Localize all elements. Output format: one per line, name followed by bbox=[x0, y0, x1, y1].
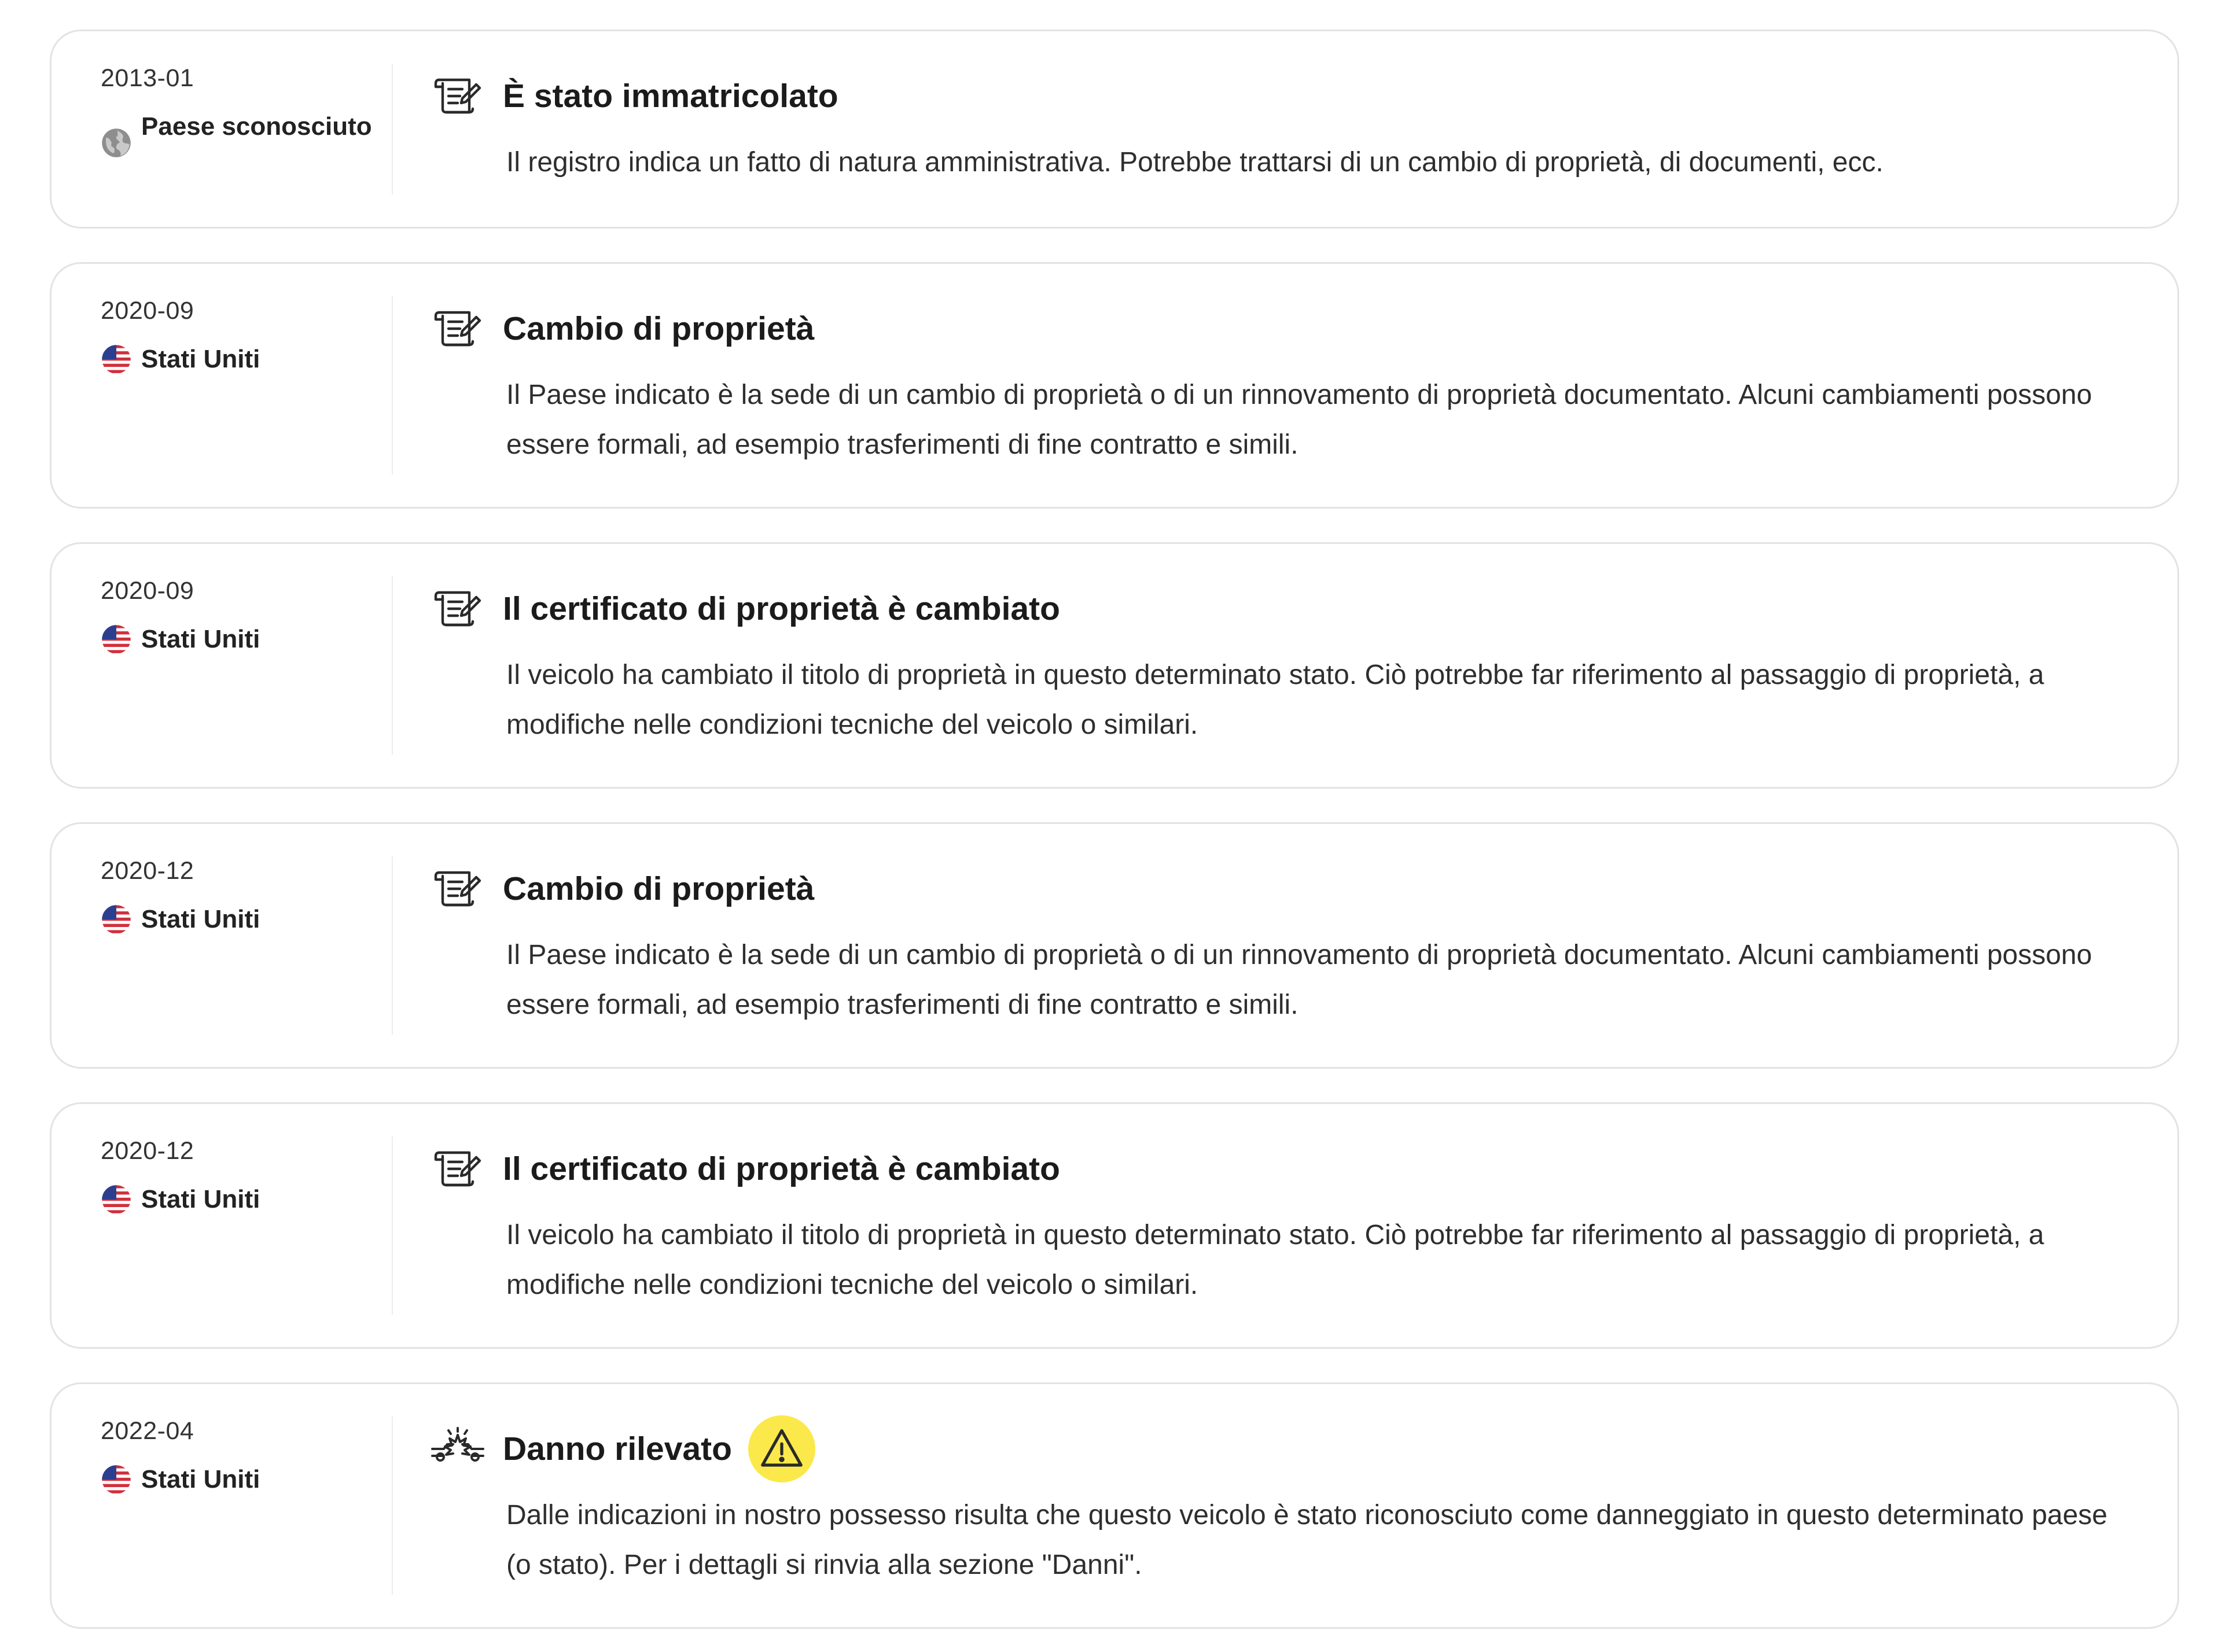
event-title-row: Danno rilevato bbox=[431, 1415, 2137, 1482]
document-icon bbox=[434, 311, 481, 347]
event-card: 2022-04 Stati Uniti bbox=[50, 1382, 2179, 1629]
event-description: Dalle indicazioni in nostro possesso ris… bbox=[506, 1500, 2107, 1580]
event-date: 2022-04 bbox=[101, 1417, 194, 1445]
country-name: Paese sconosciuto bbox=[141, 112, 372, 141]
event-country: Stati Uniti bbox=[101, 903, 393, 936]
event-card: 2020-09 Stati Uniti bbox=[50, 262, 2179, 509]
event-title: Il certificato di proprietà è cambiato bbox=[503, 1150, 1060, 1187]
event-country: Stati Uniti bbox=[101, 343, 393, 376]
event-date: 2020-09 bbox=[101, 577, 194, 605]
globe-icon bbox=[102, 128, 131, 157]
event-description: Il Paese indicato è la sede di un cambio… bbox=[506, 380, 2092, 460]
event-date: 2020-12 bbox=[101, 857, 194, 885]
event-title-row: Cambio di proprietà bbox=[433, 300, 2137, 358]
event-country: Stati Uniti bbox=[101, 1183, 393, 1216]
event-body: Cambio di proprietà Il Paese indicato è … bbox=[393, 264, 2177, 507]
event-title-row: Il certificato di proprietà è cambiato bbox=[433, 1140, 2137, 1198]
event-description: Il Paese indicato è la sede di un cambio… bbox=[506, 940, 2092, 1020]
event-title: Cambio di proprietà bbox=[503, 310, 815, 347]
event-title: È stato immatricolato bbox=[503, 78, 838, 115]
event-description: Il veicolo ha cambiato il titolo di prop… bbox=[506, 660, 2044, 740]
warning-badge bbox=[748, 1415, 815, 1482]
document-icon bbox=[434, 1151, 481, 1187]
event-description: Il registro indica un fatto di natura am… bbox=[506, 147, 1883, 178]
country-name: Stati Uniti bbox=[141, 345, 260, 373]
event-meta: 2020-12 Stati Uniti bbox=[51, 1104, 393, 1347]
event-card: 2020-09 Stati Uniti bbox=[50, 542, 2179, 789]
us-flag-icon bbox=[102, 625, 131, 654]
event-body: È stato immatricolato Il registro indica… bbox=[393, 31, 2177, 227]
event-title: Cambio di proprietà bbox=[503, 870, 815, 907]
document-icon bbox=[434, 591, 481, 627]
country-name: Stati Uniti bbox=[141, 1465, 260, 1493]
event-country: Stati Uniti bbox=[101, 1463, 393, 1496]
event-title: Danno rilevato bbox=[503, 1430, 732, 1467]
document-icon bbox=[434, 78, 481, 114]
event-body: Cambio di proprietà Il Paese indicato è … bbox=[393, 824, 2177, 1067]
event-title-row: È stato immatricolato bbox=[433, 67, 2137, 125]
event-card: 2020-12 Stati Uniti bbox=[50, 822, 2179, 1069]
event-timeline: 2013-01 Paese sconosciuto bbox=[50, 30, 2179, 1629]
event-meta: 2020-09 Stati Uniti bbox=[51, 264, 393, 507]
event-body: Danno rilevato Dalle indicazioni in nost… bbox=[393, 1384, 2177, 1627]
event-card: 2020-12 Stati Uniti bbox=[50, 1102, 2179, 1349]
event-body: Il certificato di proprietà è cambiato I… bbox=[393, 1104, 2177, 1347]
event-date: 2020-12 bbox=[101, 1137, 194, 1165]
event-title-row: Il certificato di proprietà è cambiato bbox=[433, 580, 2137, 638]
event-date: 2013-01 bbox=[101, 64, 194, 92]
us-flag-icon bbox=[102, 905, 131, 934]
country-name: Stati Uniti bbox=[141, 625, 260, 653]
event-meta: 2022-04 Stati Uniti bbox=[51, 1384, 393, 1627]
event-card: 2013-01 Paese sconosciuto bbox=[50, 30, 2179, 229]
us-flag-icon bbox=[102, 345, 131, 374]
document-icon bbox=[434, 871, 481, 907]
event-date: 2020-09 bbox=[101, 297, 194, 325]
event-description: Il veicolo ha cambiato il titolo di prop… bbox=[506, 1220, 2044, 1300]
car-crash-icon bbox=[431, 1427, 484, 1462]
event-meta: 2020-09 Stati Uniti bbox=[51, 544, 393, 787]
event-country: Stati Uniti bbox=[101, 623, 393, 656]
warning-icon bbox=[761, 1429, 803, 1467]
event-meta: 2020-12 Stati Uniti bbox=[51, 824, 393, 1067]
event-meta: 2013-01 Paese sconosciuto bbox=[51, 31, 393, 227]
event-title: Il certificato di proprietà è cambiato bbox=[503, 590, 1060, 627]
event-country: Paese sconosciuto bbox=[101, 110, 393, 159]
event-title-row: Cambio di proprietà bbox=[433, 860, 2137, 918]
country-name: Stati Uniti bbox=[141, 1185, 260, 1213]
us-flag-icon bbox=[102, 1465, 131, 1494]
country-name: Stati Uniti bbox=[141, 905, 260, 933]
us-flag-icon bbox=[102, 1185, 131, 1214]
event-body: Il certificato di proprietà è cambiato I… bbox=[393, 544, 2177, 787]
